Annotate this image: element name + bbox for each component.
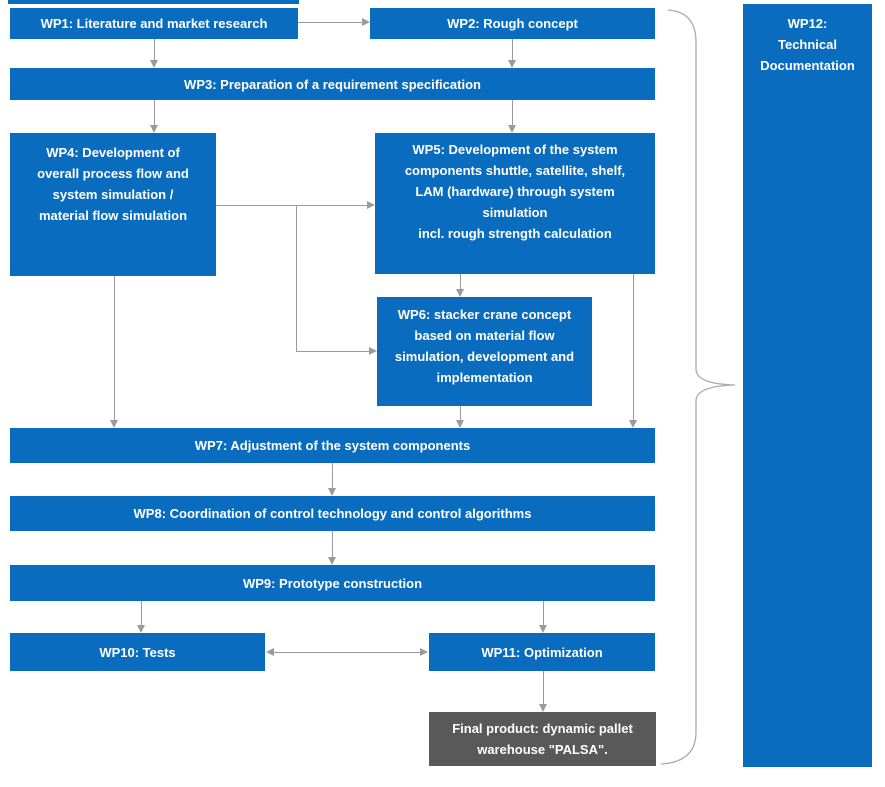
arrow-wp9-to-wp11 xyxy=(539,601,548,633)
arrow-wp2-to-wp3 xyxy=(508,39,517,68)
arrow-wp11-to-final xyxy=(539,671,548,712)
arrow-wp8-to-wp9 xyxy=(328,531,337,565)
arrow-wp3-to-wp4 xyxy=(150,100,159,133)
node-wp11: WP11: Optimization xyxy=(429,633,655,671)
arrow-wp5-to-wp6 xyxy=(456,274,465,297)
node-wp8: WP8: Coordination of control technology … xyxy=(10,496,655,531)
arrow-wp4-to-wp5 xyxy=(216,201,375,210)
node-wp2: WP2: Rough concept xyxy=(370,8,655,39)
arrow-wp9-to-wp10 xyxy=(137,601,146,633)
node-wp12: WP12: Technical Documentation xyxy=(743,4,872,767)
node-wp4: WP4: Development of overall process flow… xyxy=(10,133,216,276)
brace-to-wp12 xyxy=(660,9,736,765)
brace-path xyxy=(660,9,736,765)
arrow-wp1-to-wp2 xyxy=(298,18,370,27)
arrow-wp6-to-wp7 xyxy=(456,406,465,428)
arrow-wp10-wp11-bidirectional xyxy=(266,648,428,657)
arrow-wp4-to-wp6 xyxy=(296,347,377,356)
node-wp10: WP10: Tests xyxy=(10,633,265,671)
arrow-wp5-to-wp7 xyxy=(629,274,638,428)
arrow-wp7-to-wp8 xyxy=(328,463,337,496)
node-wp9: WP9: Prototype construction xyxy=(10,565,655,601)
elbow-line-wp4-to-wp6 xyxy=(296,205,297,351)
node-wp5: WP5: Development of the system component… xyxy=(375,133,655,274)
arrow-wp3-to-wp5 xyxy=(508,100,517,133)
arrow-wp1-to-wp3 xyxy=(150,39,159,68)
node-wp3: WP3: Preparation of a requirement specif… xyxy=(10,68,655,100)
arrow-wp4-to-wp7 xyxy=(110,276,119,428)
cropped-top-strip xyxy=(8,0,299,4)
node-wp7: WP7: Adjustment of the system components xyxy=(10,428,655,463)
arrow-line xyxy=(272,652,422,653)
arrowhead-right xyxy=(420,648,428,656)
node-wp6: WP6: stacker crane concept based on mate… xyxy=(377,297,592,406)
node-final-product: Final product: dynamic pallet warehouse … xyxy=(429,712,656,766)
node-wp1: WP1: Literature and market research xyxy=(10,8,298,39)
arrowhead-left xyxy=(266,648,274,656)
